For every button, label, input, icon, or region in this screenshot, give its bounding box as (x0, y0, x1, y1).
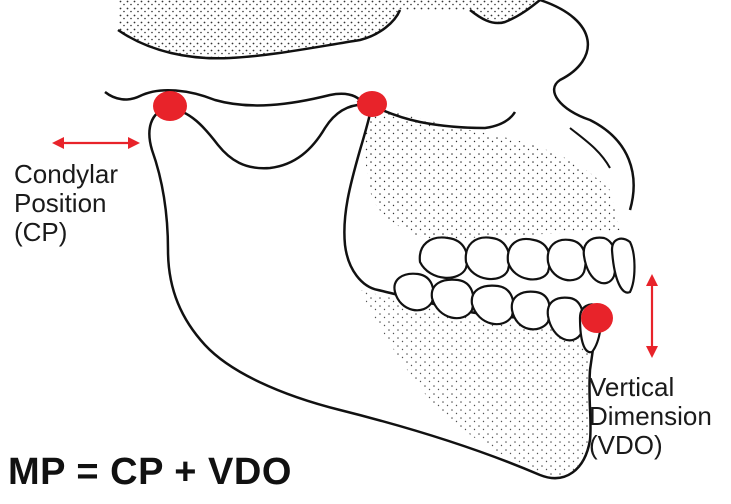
condylar-label-line3: (CP) (14, 218, 118, 247)
vertical-label-line3: (VDO) (589, 431, 712, 460)
articular-point-marker (357, 91, 387, 117)
vertical-double-arrow-icon (646, 274, 658, 358)
condylar-position-label: Condylar Position (CP) (14, 160, 118, 247)
vertical-label-line1: Vertical (589, 373, 712, 402)
condyle-point-marker (153, 91, 187, 121)
nasal-detail (570, 128, 610, 168)
formula-text: MP = CP + VDO (8, 451, 292, 494)
vertical-label-line2: Dimension (589, 402, 712, 431)
horizontal-double-arrow-icon (52, 137, 140, 149)
vertical-dimension-label: Vertical Dimension (VDO) (589, 373, 712, 460)
maxilla-shading (355, 100, 620, 240)
skull-base-shading (118, 0, 540, 58)
incisal-point-marker (581, 303, 613, 333)
condylar-label-line1: Condylar (14, 160, 118, 189)
condylar-label-line2: Position (14, 189, 118, 218)
